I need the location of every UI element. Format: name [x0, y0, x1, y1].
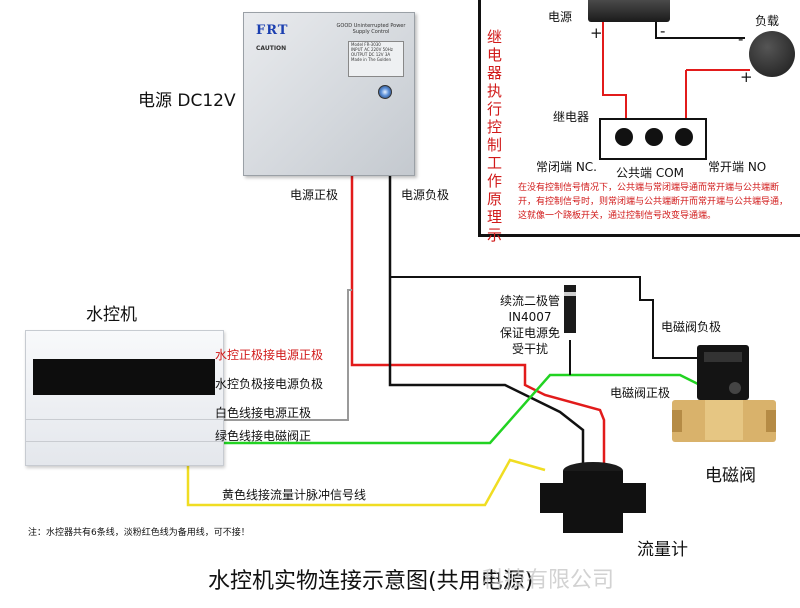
- relay-label: 继电器: [553, 110, 590, 124]
- controller-label: 水控机: [86, 305, 137, 325]
- relay-terminal-com: [645, 128, 663, 146]
- valve-positive-label: 电磁阀正极: [610, 386, 671, 400]
- plate-line: OUTPUT DC 12V 3A: [351, 52, 391, 57]
- relay-black-wire: [655, 22, 745, 39]
- red-wire-label: 水控正极接电源正极: [215, 348, 324, 362]
- relay-load-label: 负载: [755, 14, 780, 28]
- flowmeter-name: 流量计: [637, 540, 688, 560]
- relay-principle-panel: [478, 0, 800, 237]
- green-wire: [222, 373, 701, 445]
- psu-positive-label: 电源正极: [290, 188, 339, 202]
- relay-terminal-nc: [615, 128, 633, 146]
- relay-psu-minus: -: [660, 22, 666, 40]
- psu-label: 电源 DC12V: [138, 91, 236, 111]
- white-wire-label: 白色线接电源正极: [215, 406, 312, 420]
- relay-load-minus: -: [738, 30, 744, 48]
- psu-caution: CAUTION: [256, 45, 287, 52]
- water-controller-device: [25, 330, 224, 466]
- diode-label: 续流二极管 IN4007 保证电源免 受干扰: [500, 293, 560, 357]
- diagram-title: 水控机实物连接示意图(共用电源): [208, 569, 534, 594]
- relay-com-label: 公共端 COM: [616, 166, 684, 180]
- psu-product-title: GOOD Uninterrupted Power Supply Control: [336, 23, 406, 35]
- power-supply-box: FRT GOOD Uninterrupted Power Supply Cont…: [243, 12, 415, 176]
- diode-line: 续流二极管: [500, 294, 561, 308]
- watermark: 科技有限公司: [482, 568, 615, 593]
- valve-negative-label: 电磁阀负极: [661, 320, 722, 334]
- relay-terminal-block: [599, 118, 707, 160]
- valve-name: 电磁阀: [705, 466, 756, 486]
- controller-screen: [33, 359, 215, 395]
- plate-line: Made in The Golden: [351, 57, 391, 62]
- relay-no-label: 常开端 NO: [708, 160, 767, 174]
- diode-line: 保证电源免: [500, 326, 561, 340]
- controller-divider: [26, 441, 223, 442]
- relay-red-wire: [602, 22, 750, 120]
- psu-negative-wire: [388, 174, 585, 470]
- psu-nameplate: Model FR-3030 INPUT AC 220V 50Hz OUTPUT …: [348, 41, 404, 77]
- plate-line: Model FR-3030: [351, 42, 381, 47]
- relay-description: 在没有控制信号情况下，公共端与常闭端导通而常开端与公共端断开，有控制信号时，则常…: [518, 183, 789, 221]
- load-image: [749, 31, 795, 77]
- diode-line: 受干扰: [512, 342, 549, 356]
- psu-lock-icon: [378, 85, 392, 99]
- relay-nc-label: 常闭端 NC.: [536, 160, 597, 174]
- relay-psu-image: [588, 0, 670, 22]
- relay-terminal-no: [675, 128, 693, 146]
- flowmeter-image: [540, 462, 646, 533]
- white-wire: [222, 289, 352, 421]
- yellow-wire-label: 黄色线接流量计脉冲信号线: [222, 488, 367, 502]
- relay-psu-plus: +: [590, 24, 603, 42]
- footnote: 注：水控器共有6条线，淡粉红色线为备用线，可不接！: [28, 528, 250, 538]
- relay-psu-label: 电源: [548, 10, 573, 24]
- yellow-wire: [186, 458, 546, 507]
- relay-load-plus: +: [740, 68, 753, 86]
- solenoid-valve-image: [672, 345, 776, 442]
- relay-vertical-title: 继电器执行控制工作原理示: [487, 28, 503, 244]
- green-wire-label: 绿色线接电磁阀正: [215, 429, 312, 443]
- psu-positive-wire: [350, 174, 606, 470]
- diode-line: IN4007: [508, 310, 552, 324]
- psu-negative-label: 电源负极: [401, 188, 450, 202]
- psu-brand: FRT: [256, 23, 289, 38]
- controller-divider: [26, 419, 223, 420]
- diode-symbol: [564, 285, 576, 333]
- diode-wire-top: [390, 276, 700, 359]
- black-wire-label: 水控负极接电源负极: [215, 377, 324, 391]
- plate-line: INPUT AC 220V 50Hz: [351, 47, 393, 52]
